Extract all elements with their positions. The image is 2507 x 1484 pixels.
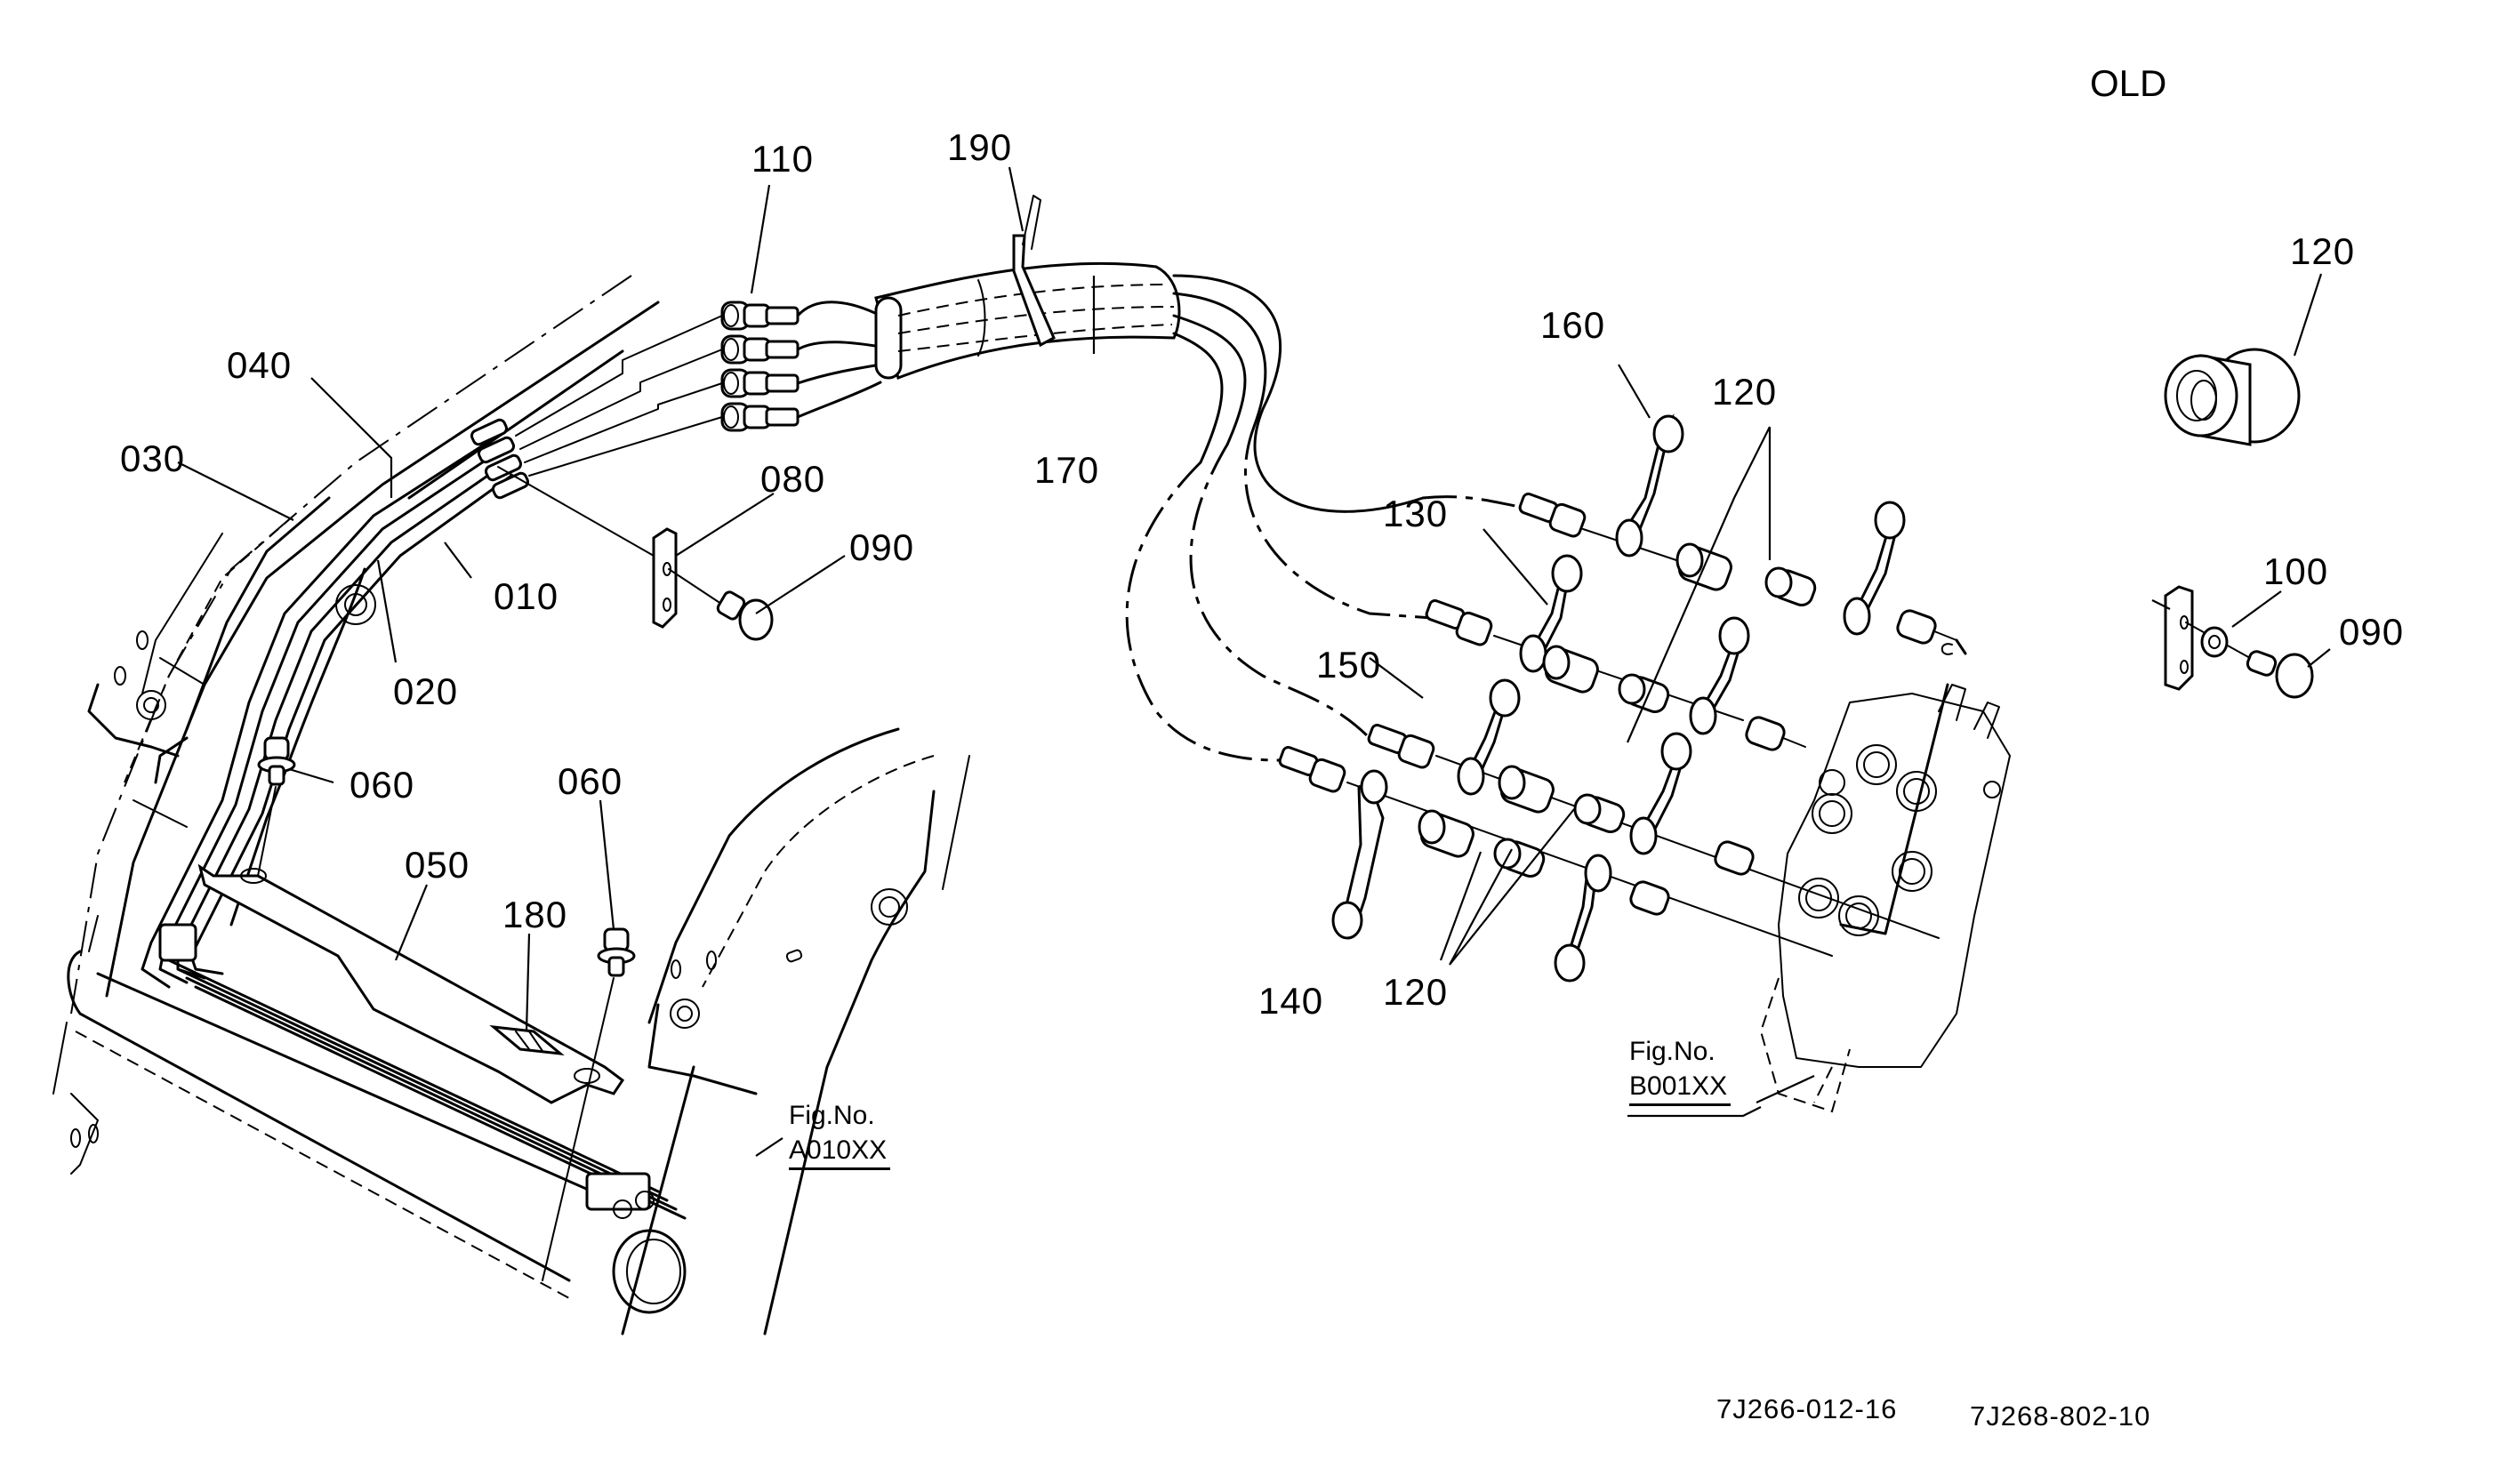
figure-ref-prefix: Fig.No. <box>1629 1037 1716 1066</box>
figure-ref-code: A010XX <box>789 1133 891 1170</box>
control-valve <box>1759 638 2011 1113</box>
callout-020[interactable]: 020 <box>393 670 459 712</box>
callout-120-bottom[interactable]: 120 <box>1383 971 1449 1013</box>
callout-100[interactable]: 100 <box>2263 550 2329 592</box>
figure-ref-a010xx[interactable]: Fig.No. A010XX <box>789 1098 891 1170</box>
callout-130[interactable]: 130 <box>1383 493 1449 534</box>
hydraulic-pipes <box>96 418 687 1220</box>
figure-ref-prefix: Fig.No. <box>789 1101 875 1130</box>
coupler-row-1 <box>1518 413 1957 655</box>
callout-040[interactable]: 040 <box>227 344 293 386</box>
callout-030[interactable]: 030 <box>120 437 186 479</box>
part-190-cable-tie <box>1012 195 1056 348</box>
callout-050[interactable]: 050 <box>405 844 470 886</box>
callout-190[interactable]: 190 <box>947 126 1013 168</box>
part-080-bracket <box>497 466 678 629</box>
figure-ref-b001xx[interactable]: Fig.No. B001XX <box>1629 1034 1732 1106</box>
hydraulic-hoses <box>1125 274 1522 762</box>
quick-coupler-assemblies <box>1278 413 1957 983</box>
callout-120-old[interactable]: 120 <box>2290 230 2356 272</box>
callout-080[interactable]: 080 <box>760 458 826 500</box>
coupler-row-2 <box>1425 554 1806 751</box>
callout-060-right[interactable]: 060 <box>558 760 623 802</box>
callout-140[interactable]: 140 <box>1258 980 1324 1022</box>
loader-arm-right <box>612 727 970 1336</box>
old-bracket-assembly <box>2164 585 2314 699</box>
callout-060-left[interactable]: 060 <box>350 764 415 806</box>
callout-150[interactable]: 150 <box>1316 644 1382 686</box>
old-part-120-adapter <box>2164 348 2301 446</box>
part-110-couplers <box>515 301 882 477</box>
callout-170[interactable]: 170 <box>1034 449 1100 491</box>
figure-ref-code: B001XX <box>1629 1069 1732 1106</box>
callout-090[interactable]: 090 <box>849 526 915 568</box>
callout-010[interactable]: 010 <box>494 575 559 617</box>
callout-110[interactable]: 110 <box>751 138 814 180</box>
variant-label-old: OLD <box>2090 62 2167 104</box>
drawing-number-left: 7J266-012-16 <box>1716 1393 1898 1424</box>
loader-frame-bottom <box>52 915 655 1299</box>
callout-leaders <box>177 166 2331 1157</box>
part-090-bolt <box>668 568 774 641</box>
part-060-bolt-right <box>542 927 636 1281</box>
callout-090-old[interactable]: 090 <box>2339 611 2405 653</box>
part-060-bolt-left <box>257 736 296 877</box>
coupler-row-4 <box>1278 746 1833 983</box>
drawing-number-right: 7J268-802-10 <box>1970 1400 2151 1432</box>
callout-160[interactable]: 160 <box>1540 304 1606 346</box>
coupler-row-3 <box>1367 678 1940 939</box>
callout-180[interactable]: 180 <box>502 894 568 935</box>
loader-arm-left <box>70 275 660 1015</box>
callout-120-top[interactable]: 120 <box>1712 371 1778 413</box>
